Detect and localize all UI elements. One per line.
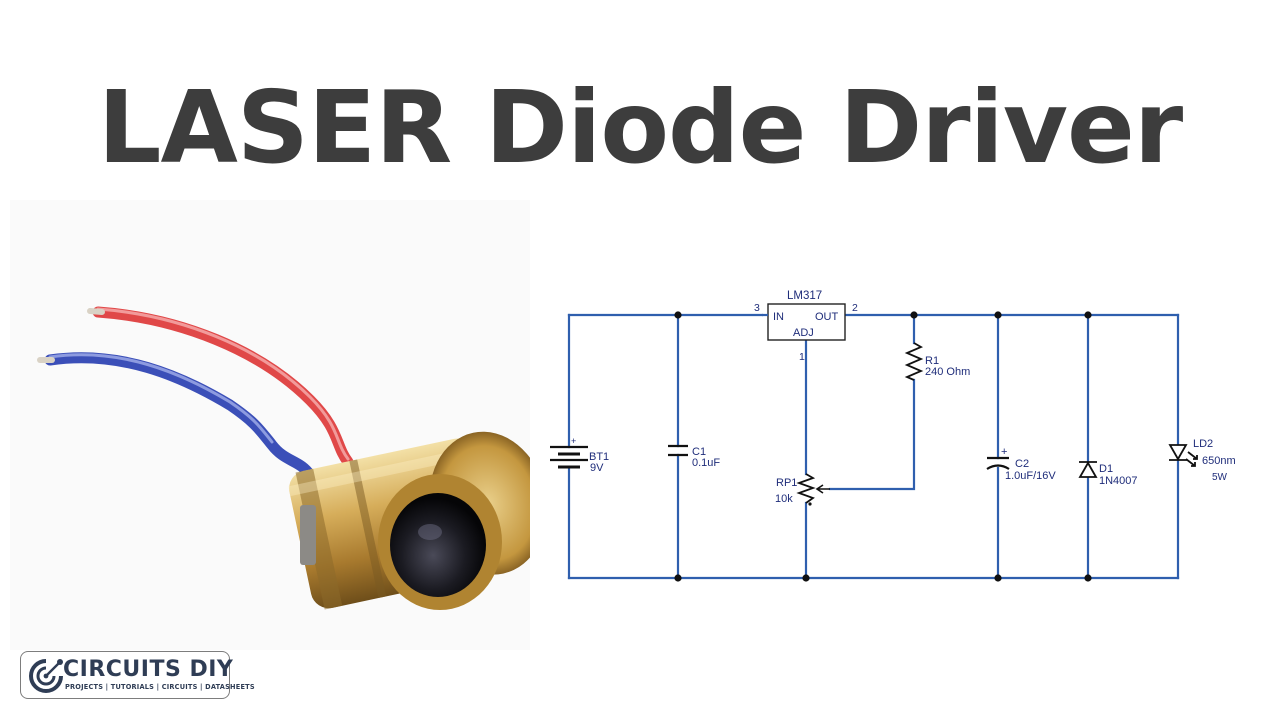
- d1-value-label: 1N4007: [1099, 475, 1138, 487]
- lm317-out-label: OUT: [815, 311, 839, 323]
- lm317-name-label: LM317: [787, 290, 822, 302]
- ld2-power-label: 5W: [1212, 472, 1228, 483]
- logo-tagline: PROJECTS | TUTORIALS | CIRCUITS | DATASH…: [65, 683, 255, 691]
- c2-ref-label: C2: [1015, 458, 1029, 470]
- battery-ref-label: BT1: [589, 451, 609, 463]
- potentiometer-rp1-symbol: [796, 473, 816, 504]
- lm317-regulator-box: [767, 303, 846, 341]
- d1-ref-label: D1: [1099, 463, 1113, 475]
- battery-symbol: [550, 445, 588, 469]
- battery-polarity-mark: +: [571, 436, 576, 446]
- circuit-logo-icon: [29, 659, 63, 693]
- wire-r1: [828, 313, 916, 491]
- resistor-r1-symbol: [904, 342, 924, 381]
- laser-module-photo: [10, 200, 530, 650]
- r1-value-label: 240 Ohm: [925, 366, 970, 378]
- battery-value-label: 9V: [590, 462, 604, 474]
- lm317-adj-label: ADJ: [793, 327, 814, 339]
- c1-value-label: 0.1uF: [692, 457, 720, 469]
- lm317-pin-out-number: 2: [852, 302, 858, 314]
- ld2-ref-label: LD2: [1193, 438, 1213, 450]
- lm317-in-label: IN: [773, 311, 784, 323]
- lm317-pin-in-number: 3: [754, 302, 760, 314]
- logo-brand-name: CIRCUITS DIY: [63, 657, 234, 682]
- c2-polarity-mark: +: [1001, 446, 1007, 458]
- c2-value-label: 1.0uF/16V: [1005, 470, 1056, 482]
- capacitor-c1-symbol: [668, 444, 688, 457]
- laser-diode-ld2-symbol: [1168, 444, 1198, 467]
- potentiometer-wiper-arrow: [815, 484, 830, 494]
- capacitor-c2-symbol: [986, 456, 1010, 470]
- page-title: LASER Diode Driver: [97, 69, 1183, 186]
- rp1-value-label: 10k: [775, 493, 793, 505]
- c1-ref-label: C1: [692, 446, 706, 458]
- lm317-pin-adj-number: 1: [799, 351, 805, 363]
- diode-d1-symbol: [1078, 461, 1098, 478]
- ld2-value-label: 650nm: [1202, 455, 1236, 467]
- rp1-ref-label: RP1: [776, 477, 797, 489]
- circuits-diy-logo[interactable]: CIRCUITS DIY PROJECTS | TUTORIALS | CIRC…: [20, 651, 255, 699]
- junction-nodes: [674, 311, 1092, 582]
- r1-ref-label: R1: [925, 355, 939, 367]
